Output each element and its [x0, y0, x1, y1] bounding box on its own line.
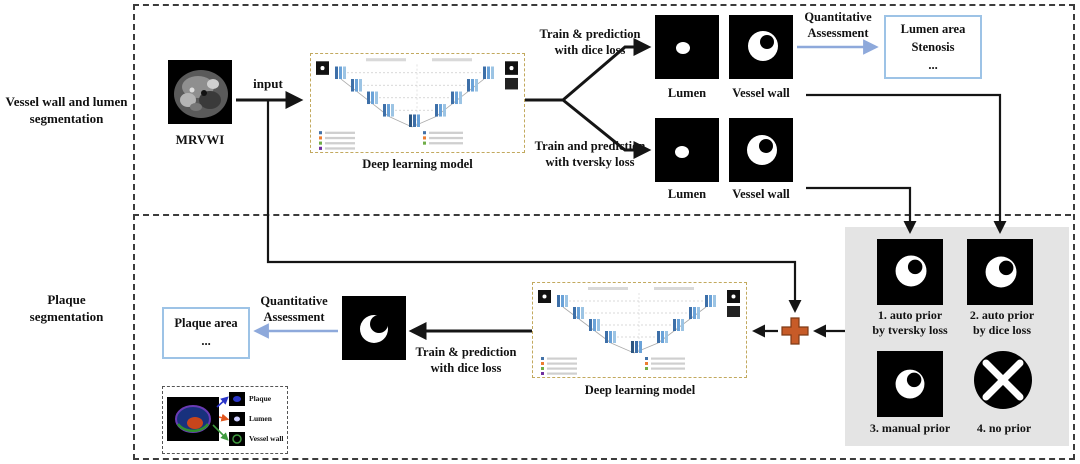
no-prior-icon — [972, 349, 1034, 411]
section-label-bottom: Plaque segmentation — [29, 292, 104, 324]
dice-vessel-wall-mask — [729, 15, 793, 79]
tversky-vessel-wall-mask — [729, 118, 793, 182]
prior-3-label: 3. manual prior — [869, 421, 951, 435]
model-2-label: Deep learning model — [584, 383, 696, 397]
plaque-mask — [342, 296, 406, 360]
fusion-plus-icon — [781, 317, 809, 345]
qa-top-label: Quantitative Assessment — [804, 10, 872, 40]
prior-2-mask — [967, 239, 1033, 305]
legend-plaque-label: Plaque — [249, 394, 272, 403]
vessel-wall-mask-icon — [877, 239, 943, 305]
section-label-top: Vessel wall and lumen segmentation — [5, 94, 128, 126]
tversky-vessel-wall-label: Vessel wall — [732, 187, 790, 201]
mri-thumbnail-icon — [168, 60, 232, 124]
crossed-circle-icon — [974, 351, 1032, 409]
vessel-wall-mask-icon — [877, 351, 943, 417]
tversky-lumen-mask — [655, 118, 719, 182]
input-label: input — [253, 76, 283, 91]
lumen-mask-icon — [655, 15, 719, 79]
prior-1-label: 1. auto prior by tversky loss — [872, 308, 948, 338]
mrvwi-label: MRVWI — [175, 132, 225, 147]
dice-branch-label: Train & prediction with dice loss — [539, 27, 641, 57]
plaque-legend-thumb — [229, 392, 245, 406]
mrvwi-image — [168, 60, 232, 124]
figure-border — [133, 4, 1075, 460]
tversky-branch-label: Train and prediction with tversky loss — [534, 139, 646, 169]
legend-box: Plaque Lumen Vessel wall — [162, 386, 288, 454]
plaque-mask-icon — [342, 296, 406, 360]
tversky-lumen-label: Lumen — [667, 187, 707, 201]
dice-lumen-label: Lumen — [667, 86, 707, 100]
legend-arrows — [212, 396, 230, 441]
vessel-wall-mask-icon — [729, 15, 793, 79]
prior-2-label: 2. auto prior by dice loss — [969, 308, 1035, 338]
dice-vessel-wall-label: Vessel wall — [732, 86, 790, 100]
prior-3-mask — [877, 351, 943, 417]
model-1-label: Deep learning model — [362, 157, 473, 171]
segmentation-overlay-icon — [167, 397, 219, 441]
lumen-area-result-box: Lumen area Stenosis ... — [884, 15, 982, 79]
lumen-mask-icon — [655, 118, 719, 182]
deep-learning-model-2 — [532, 282, 747, 378]
dice-lumen-mask — [655, 15, 719, 79]
train-dice-bottom-label: Train & prediction with dice loss — [415, 345, 517, 375]
unet-architecture-thumbnail — [311, 54, 524, 152]
plaque-area-result-box: Plaque area ... — [162, 307, 250, 359]
vessel-wall-legend-thumb — [229, 432, 245, 446]
deep-learning-model-1 — [310, 53, 525, 153]
prior-1-mask — [877, 239, 943, 305]
vessel-wall-mask-icon — [967, 239, 1033, 305]
legend-lumen-label: Lumen — [249, 414, 272, 423]
vessel-wall-mask-icon — [729, 118, 793, 182]
prior-4-label: 4. no prior — [976, 421, 1032, 435]
unet-architecture-thumbnail — [533, 283, 746, 377]
qa-bottom-label: Quantitative Assessment — [260, 294, 328, 324]
section-divider — [133, 214, 1071, 216]
legend-vessel-wall-label: Vessel wall — [249, 434, 284, 443]
lumen-legend-thumb — [229, 412, 245, 426]
